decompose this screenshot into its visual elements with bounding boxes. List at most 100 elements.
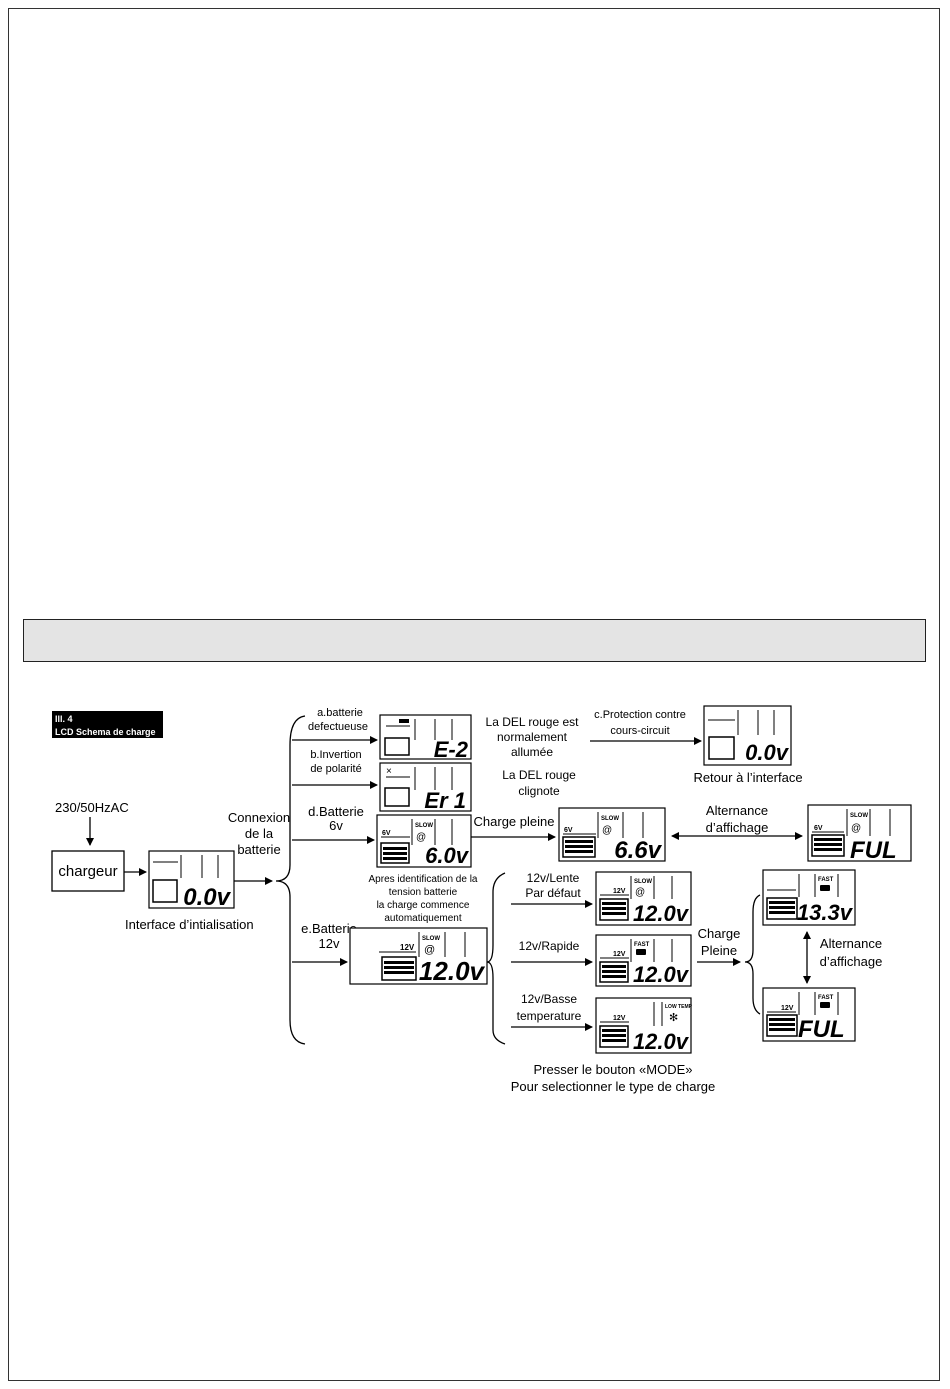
lcd-6v-full-reading: 6.6v — [614, 837, 662, 864]
lcd-12v-ful: 12V FAST FUL — [762, 987, 856, 1043]
after-ident-note: Apres identification de la tension batte… — [369, 874, 478, 924]
six-v-full-label: Charge pleine — [474, 814, 555, 829]
lcd-12v-slow-mode: SLOW — [634, 879, 652, 885]
connexion-label: Connexion de la batterie — [228, 810, 290, 857]
battery-icon — [380, 842, 410, 864]
lcd-12v-lowtemp-mode: LOW TEMP — [665, 1004, 693, 1010]
red-led-on-note: La DEL rouge est normalement allumée — [486, 715, 580, 759]
lcd-12v-slow-badge: 12V — [613, 888, 626, 895]
lcd-error-er1: × Er 1 — [379, 762, 472, 813]
svg-text:Connexion: Connexion — [228, 810, 290, 825]
page-border — [8, 8, 940, 1381]
lcd-init-reading: 0.0v — [183, 884, 231, 911]
svg-text:temperature: temperature — [517, 1009, 582, 1023]
battery-icon — [599, 898, 629, 921]
lcd-12v-reading: 12.0v — [419, 956, 486, 986]
svg-text:d’affichage: d’affichage — [820, 954, 883, 969]
battery-icon — [811, 834, 845, 857]
svg-text:allumée: allumée — [511, 745, 553, 759]
lcd-13v: FAST 13.3v — [762, 869, 856, 926]
svg-text:Pleine: Pleine — [701, 943, 737, 958]
full-brace — [744, 894, 761, 1015]
lcd-6v-ful-mode: SLOW — [850, 813, 868, 819]
alternance-2-note: Alternance d’affichage — [820, 936, 883, 969]
lcd-12v: 12V SLOW @ 12.0v — [349, 927, 488, 986]
branch-d-line2: 6v — [329, 818, 343, 833]
branch-e-line1: e.Batterie — [301, 921, 357, 936]
figure-tag-line2: LCD Schema de charge — [55, 727, 156, 737]
svg-text:12v/Basse: 12v/Basse — [521, 992, 577, 1006]
lcd-12v-ful-badge: 12V — [781, 1005, 794, 1012]
figure-tag-line1: Ill. 4 — [55, 714, 73, 724]
lcd-6v-mode: SLOW — [415, 823, 433, 829]
battery-icon — [766, 1014, 798, 1037]
branch-e-line2: 12v — [319, 936, 340, 951]
red-led-blink-note: La DEL rouge clignote — [502, 768, 576, 798]
branch-a-line2: defectueuse — [308, 721, 368, 733]
lcd-12v-fast: 12V FAST 12.0v — [595, 934, 692, 987]
svg-text:La DEL rouge: La DEL rouge — [502, 768, 576, 782]
lcd-protection-reading: 0.0v — [745, 740, 790, 765]
mode-brace — [486, 872, 506, 1045]
branch-b-line2: de polarité — [310, 763, 361, 775]
charger-box: chargeur — [51, 850, 125, 892]
lcd-12v-fast-reading: 12.0v — [633, 962, 690, 987]
svg-text:Alternance: Alternance — [706, 803, 768, 818]
svg-text:Par défaut: Par défaut — [525, 886, 581, 900]
lcd-6v: 6V SLOW @ 6.0v — [376, 814, 472, 868]
svg-text:cours-circuit: cours-circuit — [610, 725, 669, 737]
fast-car-icon — [636, 949, 646, 955]
init-caption: Interface d’intialisation — [125, 917, 254, 932]
lcd-12v-lowtemp-badge: 12V — [613, 1015, 626, 1022]
protection-caption: Retour à l’interface — [693, 770, 802, 785]
battery-icon — [152, 879, 178, 903]
lcd-error-e2: E-2 — [379, 714, 472, 762]
lcd-13v-reading: 13.3v — [797, 900, 854, 925]
svg-text:c.Protection contre: c.Protection contre — [594, 709, 686, 721]
alternance-1-note: Alternance d’affichage — [706, 803, 769, 835]
svg-text:la charge commence: la charge commence — [377, 900, 470, 911]
lcd-12v-badge: 12V — [400, 943, 415, 952]
svg-text:clignote: clignote — [518, 784, 560, 798]
branch-brace — [275, 715, 306, 1045]
svg-text:Alternance: Alternance — [820, 936, 882, 951]
snowflake-icon: ✻ — [669, 1012, 678, 1024]
mode-button-note: Presser le bouton «MODE» Pour selectionn… — [511, 1062, 716, 1094]
svg-text:batterie: batterie — [237, 842, 280, 857]
lcd-error-e2-code: E-2 — [434, 737, 469, 762]
polarity-cross-icon: × — [386, 766, 392, 777]
lcd-12v-ful-mode: FAST — [818, 995, 834, 1001]
figure-tag: Ill. 4 LCD Schema de charge — [52, 711, 163, 738]
fast-car-icon — [820, 885, 830, 891]
svg-text:Pour selectionner le type de c: Pour selectionner le type de charge — [511, 1079, 716, 1094]
protection-note: c.Protection contre cours-circuit — [594, 709, 686, 737]
lcd-6v-reading: 6.0v — [425, 843, 470, 868]
lcd-6v-ful-badge: 6V — [814, 825, 823, 832]
lcd-6v-ful: 6V SLOW @ FUL — [807, 804, 912, 864]
battery-icon — [599, 961, 629, 983]
svg-text:Presser le bouton «MODE»: Presser le bouton «MODE» — [534, 1062, 693, 1077]
lcd-12v-mode: SLOW — [422, 936, 440, 942]
input-voltage-label: 230/50HzAC — [55, 800, 129, 815]
svg-text:tension batterie: tension batterie — [389, 887, 458, 898]
lcd-12v-fast-mode: FAST — [634, 942, 650, 948]
branch-d-line1: d.Batterie — [308, 804, 364, 819]
battery-icon — [766, 897, 798, 920]
snail-icon: @ — [635, 887, 645, 898]
snail-icon: @ — [416, 832, 426, 843]
snail-icon: @ — [851, 823, 861, 834]
battery-icon — [384, 787, 410, 807]
mode-lowtemp-label: 12v/Basse temperature — [517, 992, 582, 1023]
charger-label: chargeur — [58, 863, 117, 880]
svg-text:d’affichage: d’affichage — [706, 820, 769, 835]
branch-b-line1: b.Invertion — [310, 749, 361, 761]
lcd-12v-fast-badge: 12V — [613, 951, 626, 958]
lcd-12v-lowtemp: 12V LOW TEMP ✻ 12.0v — [595, 997, 693, 1054]
battery-icon — [381, 956, 417, 981]
snail-icon: @ — [602, 825, 612, 836]
lcd-12v-lowtemp-reading: 12.0v — [633, 1029, 690, 1054]
mode-fast-label: 12v/Rapide — [519, 939, 580, 953]
lcd-6v-ful-text: FUL — [850, 837, 897, 864]
svg-text:de la: de la — [245, 826, 274, 841]
